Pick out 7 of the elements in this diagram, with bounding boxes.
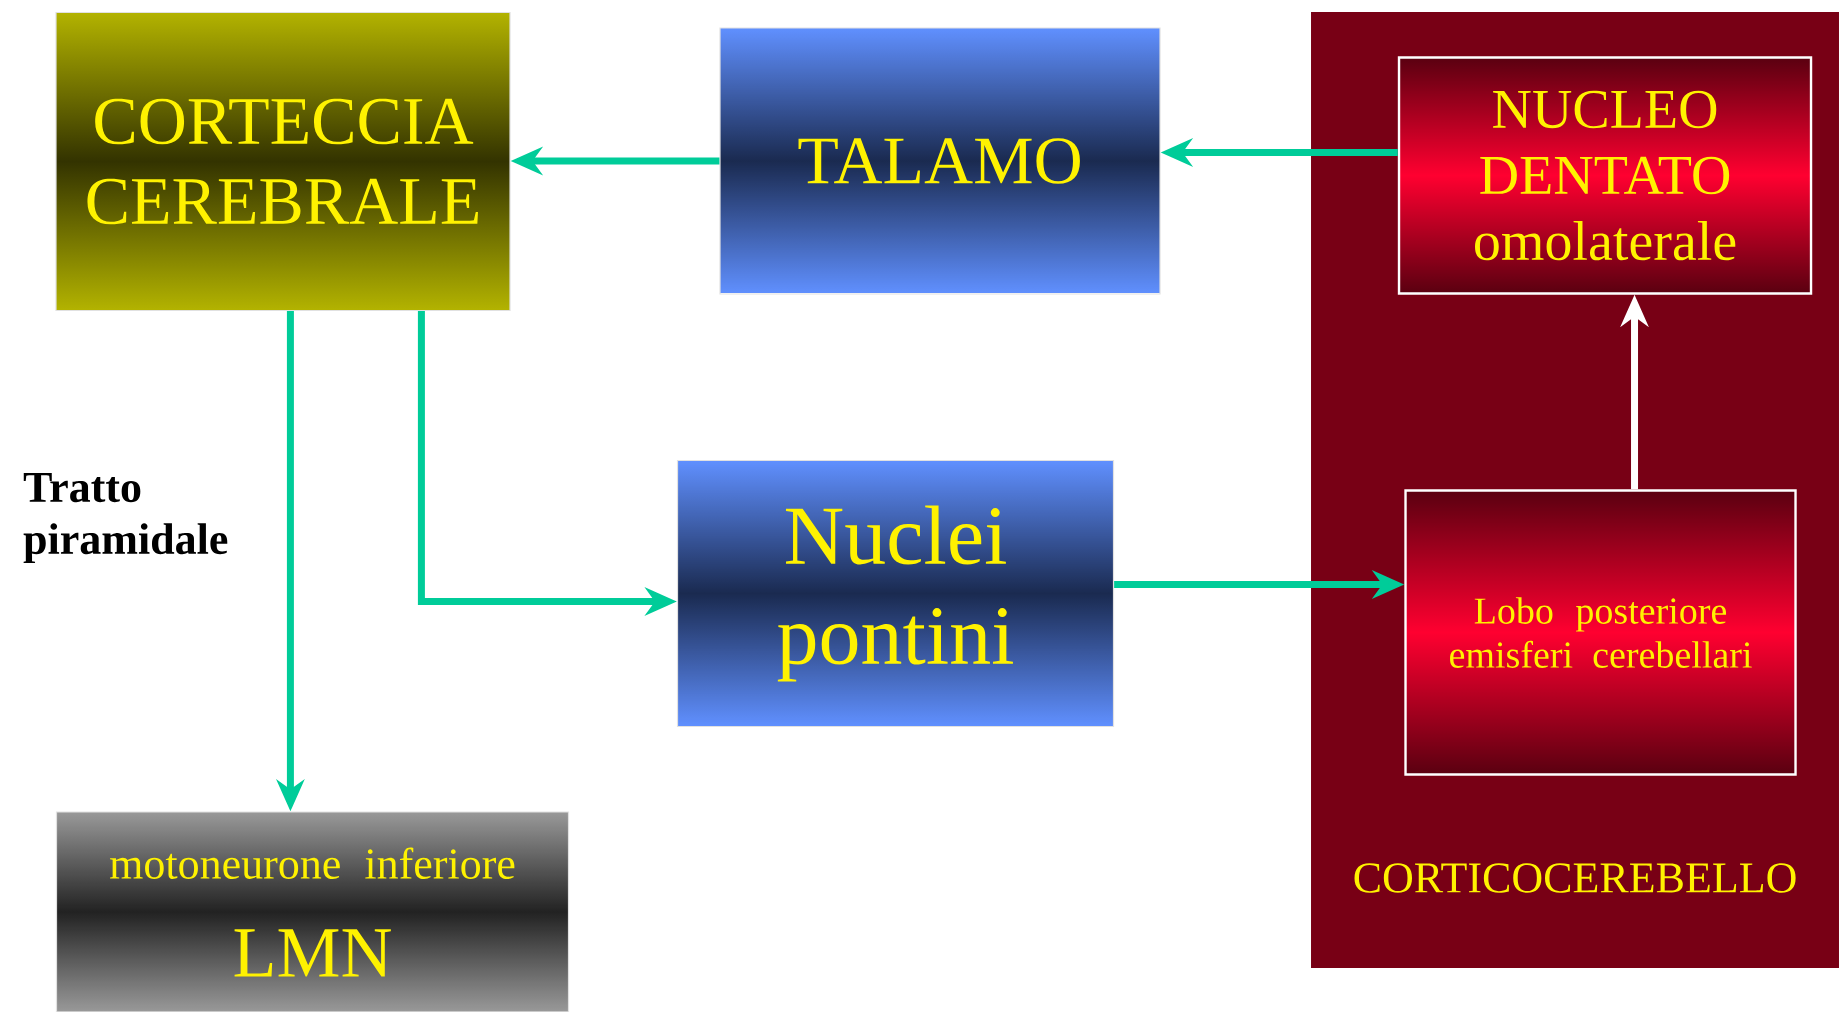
gradient-box: motoneurone inferiore LMN — [55, 811, 570, 1012]
gradient-box: NUCLEO DENTATO omolaterale — [1397, 56, 1813, 295]
edge-label: Tratto piramidale — [23, 472, 228, 564]
gradient-box: CORTECCIA CEREBRALE — [55, 11, 511, 312]
gradient-box: TALAMO — [719, 27, 1161, 295]
gradient-box: Lobo posteriore emisferi cerebellari — [1404, 489, 1797, 776]
gradient-box: Nuclei pontini — [676, 459, 1115, 728]
